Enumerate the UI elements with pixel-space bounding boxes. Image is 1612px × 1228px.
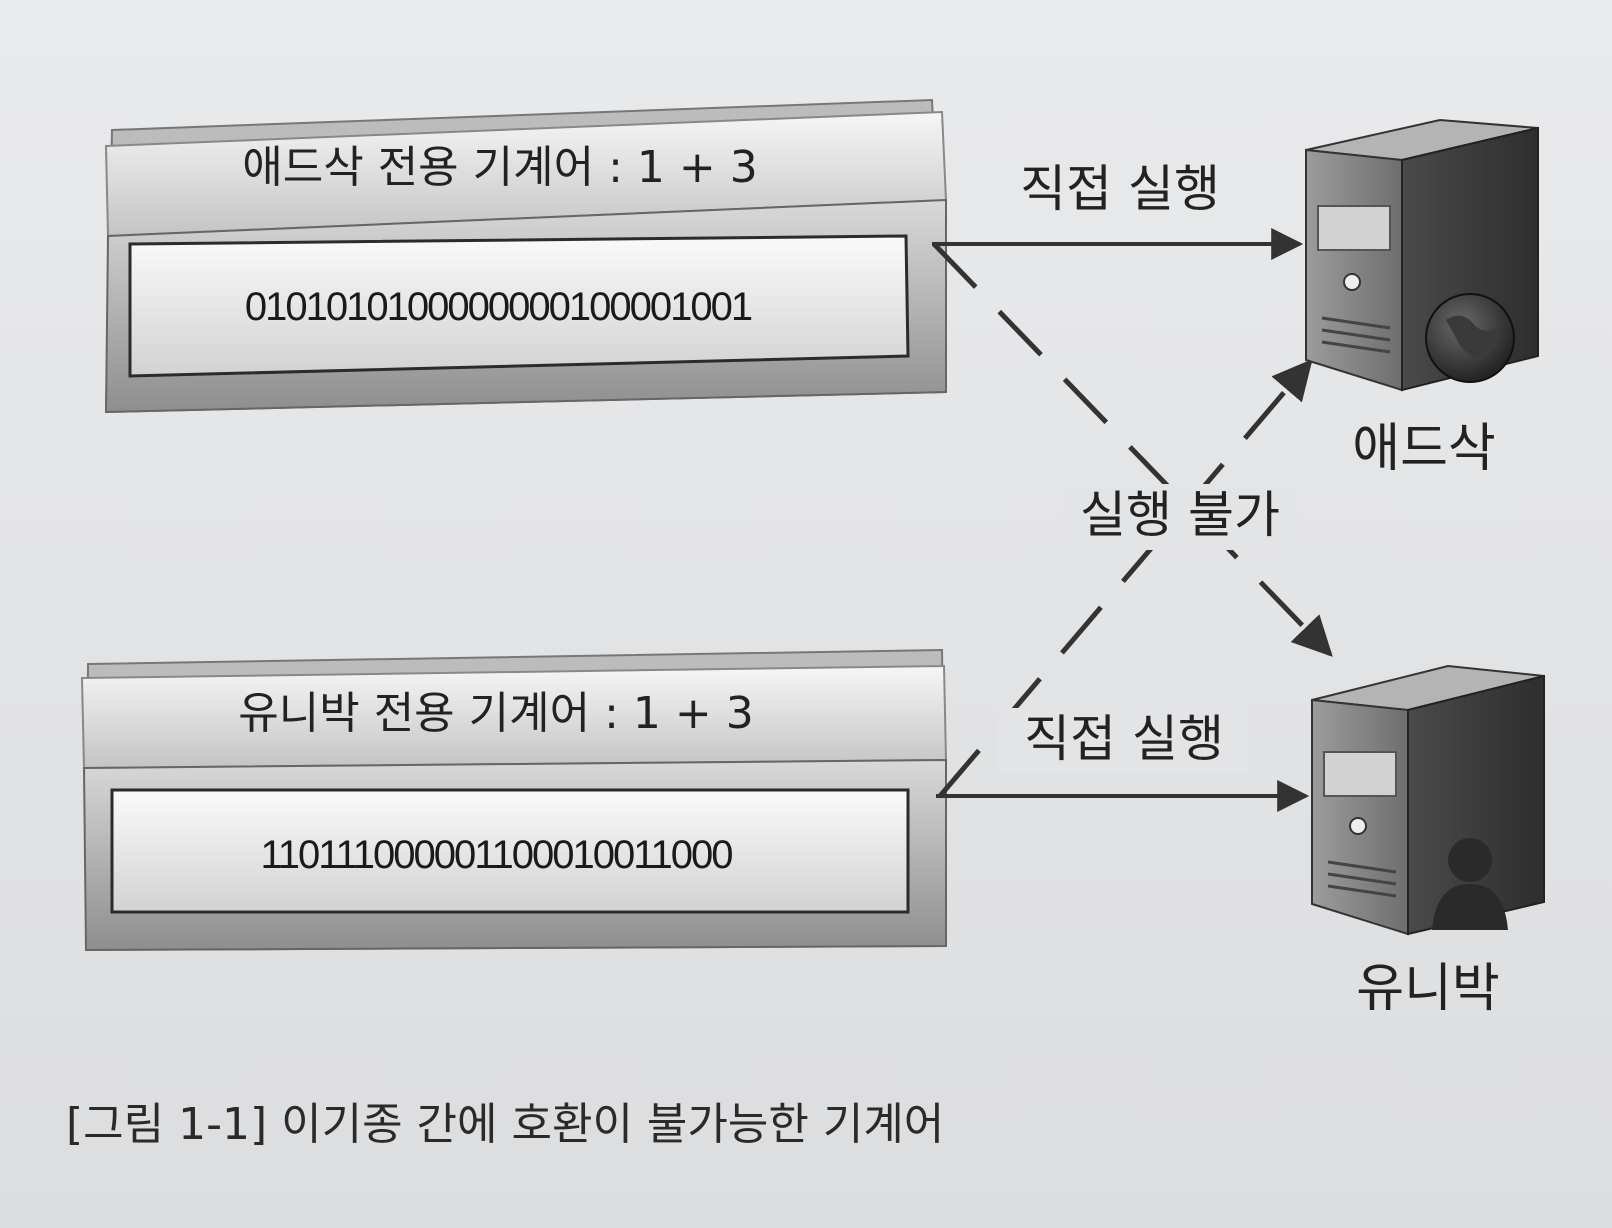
edsac-server-icon — [1306, 120, 1538, 390]
drive-bay — [1318, 206, 1390, 250]
blocked-arrow-edsac-to-univac — [934, 244, 1330, 654]
power-button — [1350, 818, 1366, 834]
server-front — [1306, 150, 1402, 390]
edsac-machine-code-box: 애드삭 전용 기계어 : 1 + 3 010101010000000010000… — [106, 100, 946, 412]
univac-server-label: 유니박 — [1356, 959, 1500, 1019]
server-front — [1312, 700, 1408, 934]
blocked-label: 실행 불가 — [1080, 486, 1280, 544]
direct-label-top: 직접 실행 — [1020, 160, 1220, 218]
figure-caption: [그림 1-1] 이기종 간에 호환이 불가능한 기계어 — [66, 1088, 944, 1152]
univac-machine-code-box: 유니박 전용 기계어 : 1 + 3 110111000001100010011… — [82, 650, 946, 950]
univac-box-title: 유니박 전용 기계어 : 1 + 3 — [238, 688, 753, 739]
edsac-server-label: 애드삭 — [1352, 419, 1496, 479]
power-button — [1344, 274, 1360, 290]
univac-server-icon — [1312, 666, 1544, 934]
univac-code-text: 110111000001100010011000 — [260, 833, 732, 877]
edsac-code-text: 0101010100000000100001001 — [245, 285, 752, 329]
edsac-box-title: 애드삭 전용 기계어 : 1 + 3 — [242, 142, 757, 193]
direct-label-bottom: 직접 실행 — [1024, 710, 1224, 768]
drive-bay — [1324, 752, 1396, 796]
